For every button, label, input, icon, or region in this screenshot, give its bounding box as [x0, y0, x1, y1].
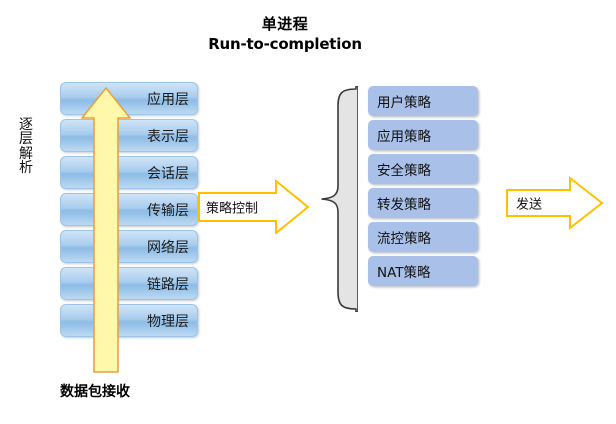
up-arrow-char-2: 层 — [19, 131, 33, 148]
policy-label: 转发策略 — [377, 197, 431, 213]
policy-item-flow-control[interactable]: 流控策略 — [368, 222, 478, 252]
policy-label: NAT策略 — [377, 265, 431, 281]
up-arrow-char-1: 逐 — [19, 117, 33, 133]
policy-item-forwarding[interactable]: 转发策略 — [368, 188, 478, 218]
layer-label: 网络层 — [147, 239, 189, 256]
layer-box-physical[interactable]: 物理层 — [60, 304, 198, 337]
send-arrow-label: 发送 — [516, 197, 543, 213]
policy-control-arrow-label: 策略控制 — [206, 201, 259, 217]
layer-label: 链路层 — [147, 276, 189, 293]
policy-label: 用户策略 — [377, 95, 431, 111]
up-arrow-label: 逐 层 解 析 — [0, 118, 52, 175]
layer-box-datalink[interactable]: 链路层 — [60, 267, 198, 300]
policy-label: 应用策略 — [377, 129, 431, 145]
layer-label: 会话层 — [147, 165, 189, 182]
policy-label: 安全策略 — [377, 163, 431, 179]
diagram-title: 单进程 Run-to-completion — [160, 14, 410, 55]
layer-label: 传输层 — [147, 202, 189, 219]
policy-item-application[interactable]: 应用策略 — [368, 120, 478, 150]
layer-label: 表示层 — [147, 128, 189, 145]
title-line-en: Run-to-completion — [208, 35, 362, 54]
layer-box-session[interactable]: 会话层 — [60, 156, 198, 189]
up-arrow-icon — [80, 86, 132, 374]
policy-item-security[interactable]: 安全策略 — [368, 154, 478, 184]
title-line-cn: 单进程 — [261, 15, 309, 33]
policy-list: 用户策略 应用策略 安全策略 转发策略 流控策略 NAT策略 — [368, 86, 478, 290]
up-arrow-char-3: 解 — [19, 145, 33, 162]
policy-item-user[interactable]: 用户策略 — [368, 86, 478, 116]
policy-item-nat[interactable]: NAT策略 — [368, 256, 478, 286]
layer-label: 应用层 — [147, 91, 189, 108]
policy-label: 流控策略 — [377, 231, 431, 247]
up-arrow-char-4: 析 — [19, 159, 33, 176]
layer-box-application[interactable]: 应用层 — [60, 82, 198, 115]
layer-label: 物理层 — [147, 313, 189, 330]
layer-box-network[interactable]: 网络层 — [60, 230, 198, 263]
grouping-brace-icon — [316, 86, 358, 312]
layer-box-presentation[interactable]: 表示层 — [60, 119, 198, 152]
send-arrow-icon[interactable]: 发送 — [506, 176, 604, 230]
packet-receive-caption: 数据包接收 — [60, 384, 130, 400]
osi-layer-stack: 应用层 表示层 会话层 传输层 网络层 链路层 物理层 — [60, 82, 198, 341]
layer-box-transport[interactable]: 传输层 — [60, 193, 198, 226]
policy-control-arrow-icon[interactable]: 策略控制 — [198, 180, 310, 234]
